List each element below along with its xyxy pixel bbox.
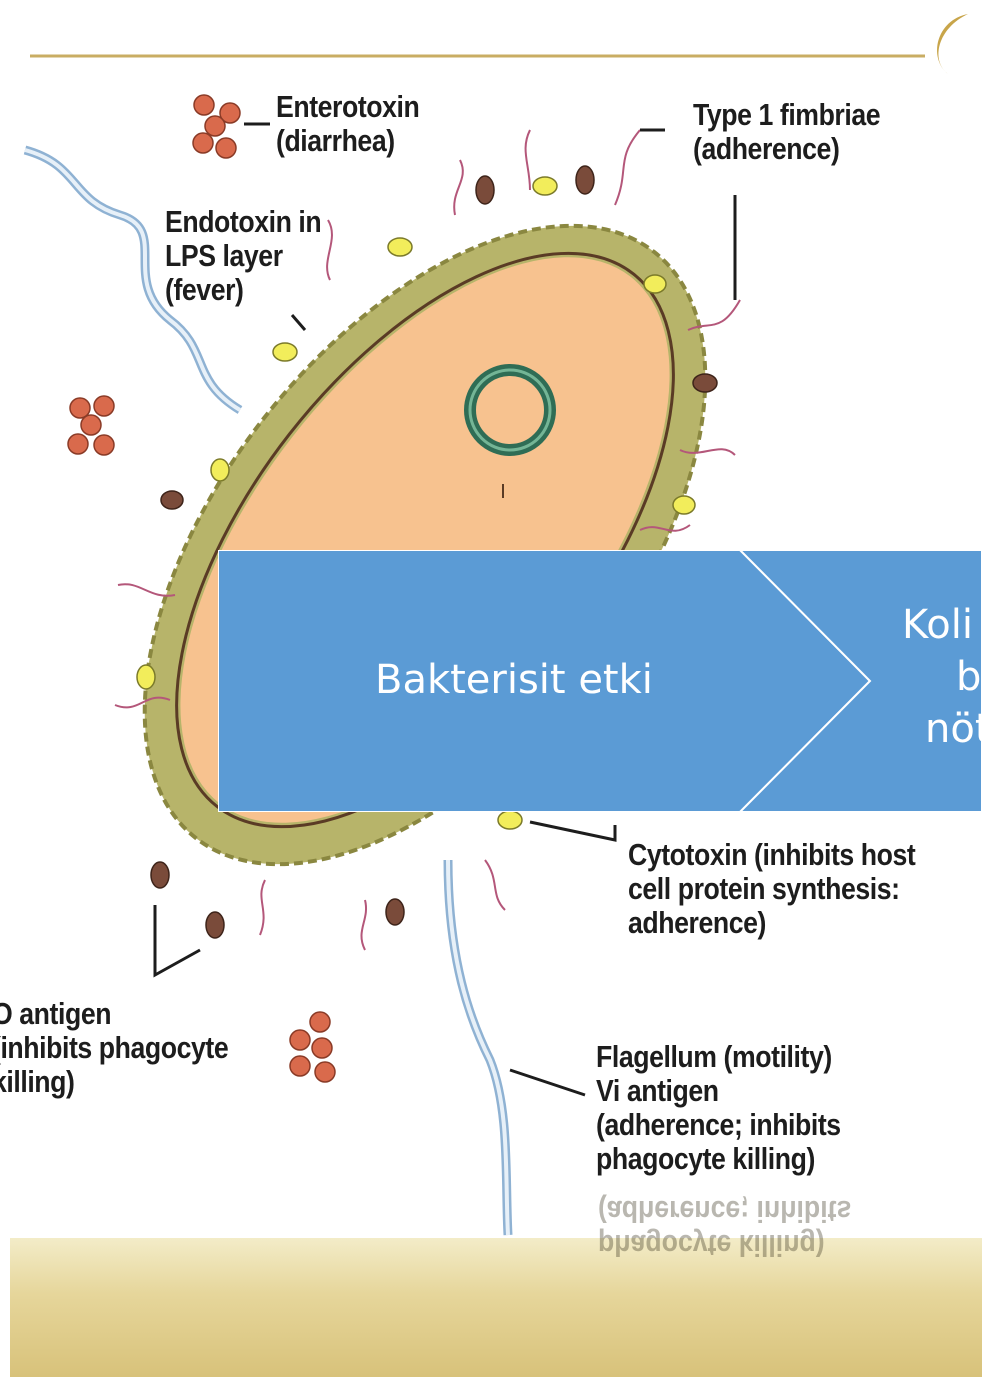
process-step-2-line-2: b bbox=[956, 652, 981, 702]
toxin-cluster-left-icon bbox=[68, 396, 114, 455]
process-step-2-line-1: Koli bbox=[902, 600, 973, 650]
label-enterotoxin: Enterotoxin (diarrhea) bbox=[276, 90, 419, 158]
toxin-cluster-top-icon bbox=[193, 95, 240, 158]
process-step-1-label: Bakterisit etki bbox=[375, 655, 653, 705]
flagellum-bottom bbox=[448, 860, 508, 1235]
label-o-antigen: O antigen (inhibits phagocyte killing) bbox=[0, 997, 228, 1099]
toxin-cluster-bottom-icon bbox=[290, 1012, 335, 1082]
flagellum-bottom-inner bbox=[448, 860, 508, 1235]
process-step-2-line-3: nöt bbox=[925, 704, 982, 754]
label-flagellum: Flagellum (motility) Vi antigen (adheren… bbox=[596, 1040, 841, 1176]
label-endotoxin: Endotoxin in LPS layer (fever) bbox=[165, 205, 321, 307]
label-cytotoxin: Cytotoxin (inhibits host cell protein sy… bbox=[628, 838, 915, 940]
label-fimbriae: Type 1 fimbriae (adherence) bbox=[693, 98, 880, 166]
corner-crescent-icon bbox=[937, 14, 968, 74]
label-flagellum-reflection: phagocyte killing) (adherence; inhibits bbox=[598, 1194, 851, 1262]
